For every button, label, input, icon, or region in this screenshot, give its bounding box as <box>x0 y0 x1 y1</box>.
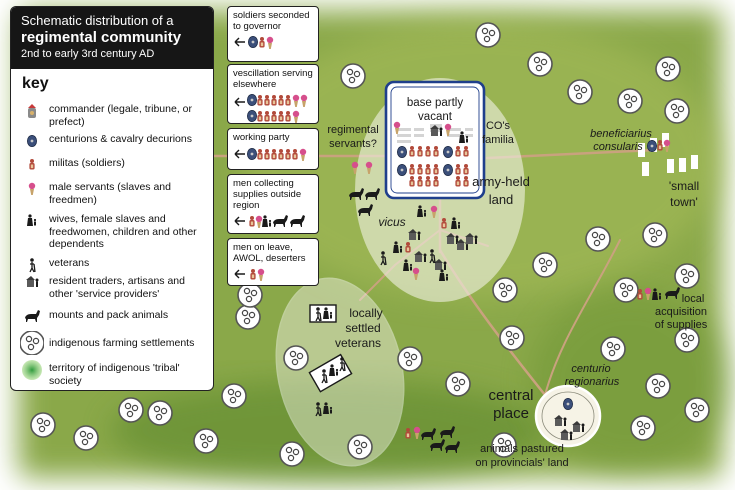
key-item-dependents: wives, female slaves and freedwomen, chi… <box>19 213 209 251</box>
key-item-label: wives, female slaves and freedwomen, chi… <box>49 213 197 250</box>
detachment-vexillation: vescillation serving elsewhere <box>227 64 319 124</box>
settlement-icon <box>19 331 45 355</box>
central-place-town <box>534 384 602 448</box>
central-place-label-2: place <box>493 405 529 422</box>
detachment-supplies: men collecting supplies outside region <box>227 174 319 234</box>
animals-pastured-label-2: on provincials' land <box>475 457 568 469</box>
title-line1: Schematic distribution of a <box>21 13 174 28</box>
territory-icon <box>19 359 45 381</box>
key-item-label: commander (legale, tribune, or prefect) <box>49 103 192 128</box>
soldier-icon <box>19 157 45 173</box>
horse-icon <box>19 309 45 323</box>
arrow-left-icon <box>234 97 245 107</box>
key-item-label: centurions & cavalry decurions <box>49 133 192 145</box>
detachment-icons <box>234 93 308 123</box>
title-line2: regimental community <box>21 29 182 46</box>
shield-icon <box>19 133 45 149</box>
detachment-icons <box>234 268 265 281</box>
local-acquisition-label-1: local <box>682 293 705 305</box>
co-familia-label-1: CO's <box>486 120 511 132</box>
detachment-icons <box>234 215 305 228</box>
detachment-governor: soldiers seconded to governor <box>227 6 319 62</box>
key-item-centurions: centurions & cavalry decurions <box>19 133 209 149</box>
central-place-label-1: central <box>488 387 533 404</box>
veterans-label-2: settled <box>345 321 380 335</box>
fort <box>384 80 486 200</box>
local-acquisition-label-3: of supplies <box>655 319 708 331</box>
key-item-commander: commander (legale, tribune, or prefect) <box>19 103 209 128</box>
key-item-soldiers: militas (soldiers) <box>19 157 209 173</box>
detachment-icons <box>234 147 307 161</box>
detachment-label: working party <box>233 132 290 143</box>
detachment-label: vescillation serving elsewhere <box>233 68 313 90</box>
arrow-left-icon <box>234 269 245 279</box>
detachment-working-party: working party <box>227 128 319 170</box>
detachment-label: men on leave, AWOL, deserters <box>233 242 306 264</box>
vicus-label: vicus <box>378 215 405 229</box>
veterans-label-3: veterans <box>335 336 381 350</box>
commander-icon <box>19 103 45 123</box>
title-line3: 2nd to early 3rd century AD <box>21 48 155 60</box>
beneficiarius-figures <box>646 139 671 153</box>
small-town-label-2: town' <box>670 195 698 209</box>
arrow-left-icon <box>234 149 245 159</box>
detachment-icons <box>234 35 274 49</box>
key-heading: key <box>22 75 49 92</box>
fort-title-line1: base partly <box>407 97 464 109</box>
key-item-label: indigenous farming settlements <box>49 337 195 349</box>
key-item-veterans: veterans <box>19 257 209 273</box>
army-held-label-2: land <box>489 192 514 207</box>
small-town-label-1: 'small <box>669 179 699 193</box>
centurio-label-1: centurio <box>571 363 610 375</box>
key-item-label: mounts and pack animals <box>49 309 169 321</box>
key-item-label: militas (soldiers) <box>49 157 125 169</box>
arrow-left-icon <box>234 216 245 226</box>
key-item-label: male servants (slaves and freedmen) <box>49 181 171 206</box>
centurio-label-2: regionarius <box>565 376 620 388</box>
regimental-servants-label-1: regimental <box>327 124 378 136</box>
detachment-leave: men on leave, AWOL, deserters <box>227 238 319 286</box>
key-item-label: veterans <box>49 257 90 269</box>
local-acquisition-label-2: acquisition <box>655 306 707 318</box>
detachment-label: soldiers seconded to governor <box>233 10 310 32</box>
arrow-left-icon <box>234 37 245 47</box>
key-item-label: resident traders, artisans and other 'se… <box>49 275 185 300</box>
co-familia-label-2: familia <box>482 134 515 146</box>
detachment-label: men collecting supplies outside region <box>233 178 302 211</box>
animals-pastured-label-1: animals pastured <box>480 443 564 455</box>
key-item-servants: male servants (slaves and freedmen) <box>19 181 209 206</box>
army-held-label-1: army-held <box>472 174 530 189</box>
dependents-icon <box>19 213 45 229</box>
key-panel: Schematic distribution of a regimental c… <box>10 6 214 391</box>
veteran-farms <box>308 304 353 417</box>
diagram-title: Schematic distribution of a regimental c… <box>11 7 213 69</box>
key-item-mounts: mounts and pack animals <box>19 309 209 323</box>
key-item-traders: resident traders, artisans and other 'se… <box>19 275 209 300</box>
beneficiarius-label-2: consularis <box>593 141 643 153</box>
key-item-label: territory of indigenous 'tribal' society <box>49 362 180 387</box>
beneficiarius-label-1: beneficiarius <box>590 128 652 140</box>
fort-title-line2: vacant <box>418 111 453 123</box>
regimental-servants-label-2: servants? <box>329 138 377 150</box>
key-item-territory: territory of indigenous 'tribal' society <box>19 359 209 387</box>
servant-icon <box>19 181 45 197</box>
key-item-settlements: indigenous farming settlements <box>19 331 209 355</box>
trader-icon <box>19 275 45 291</box>
veterans-label-1: locally <box>349 306 382 320</box>
veteran-icon <box>19 257 45 273</box>
